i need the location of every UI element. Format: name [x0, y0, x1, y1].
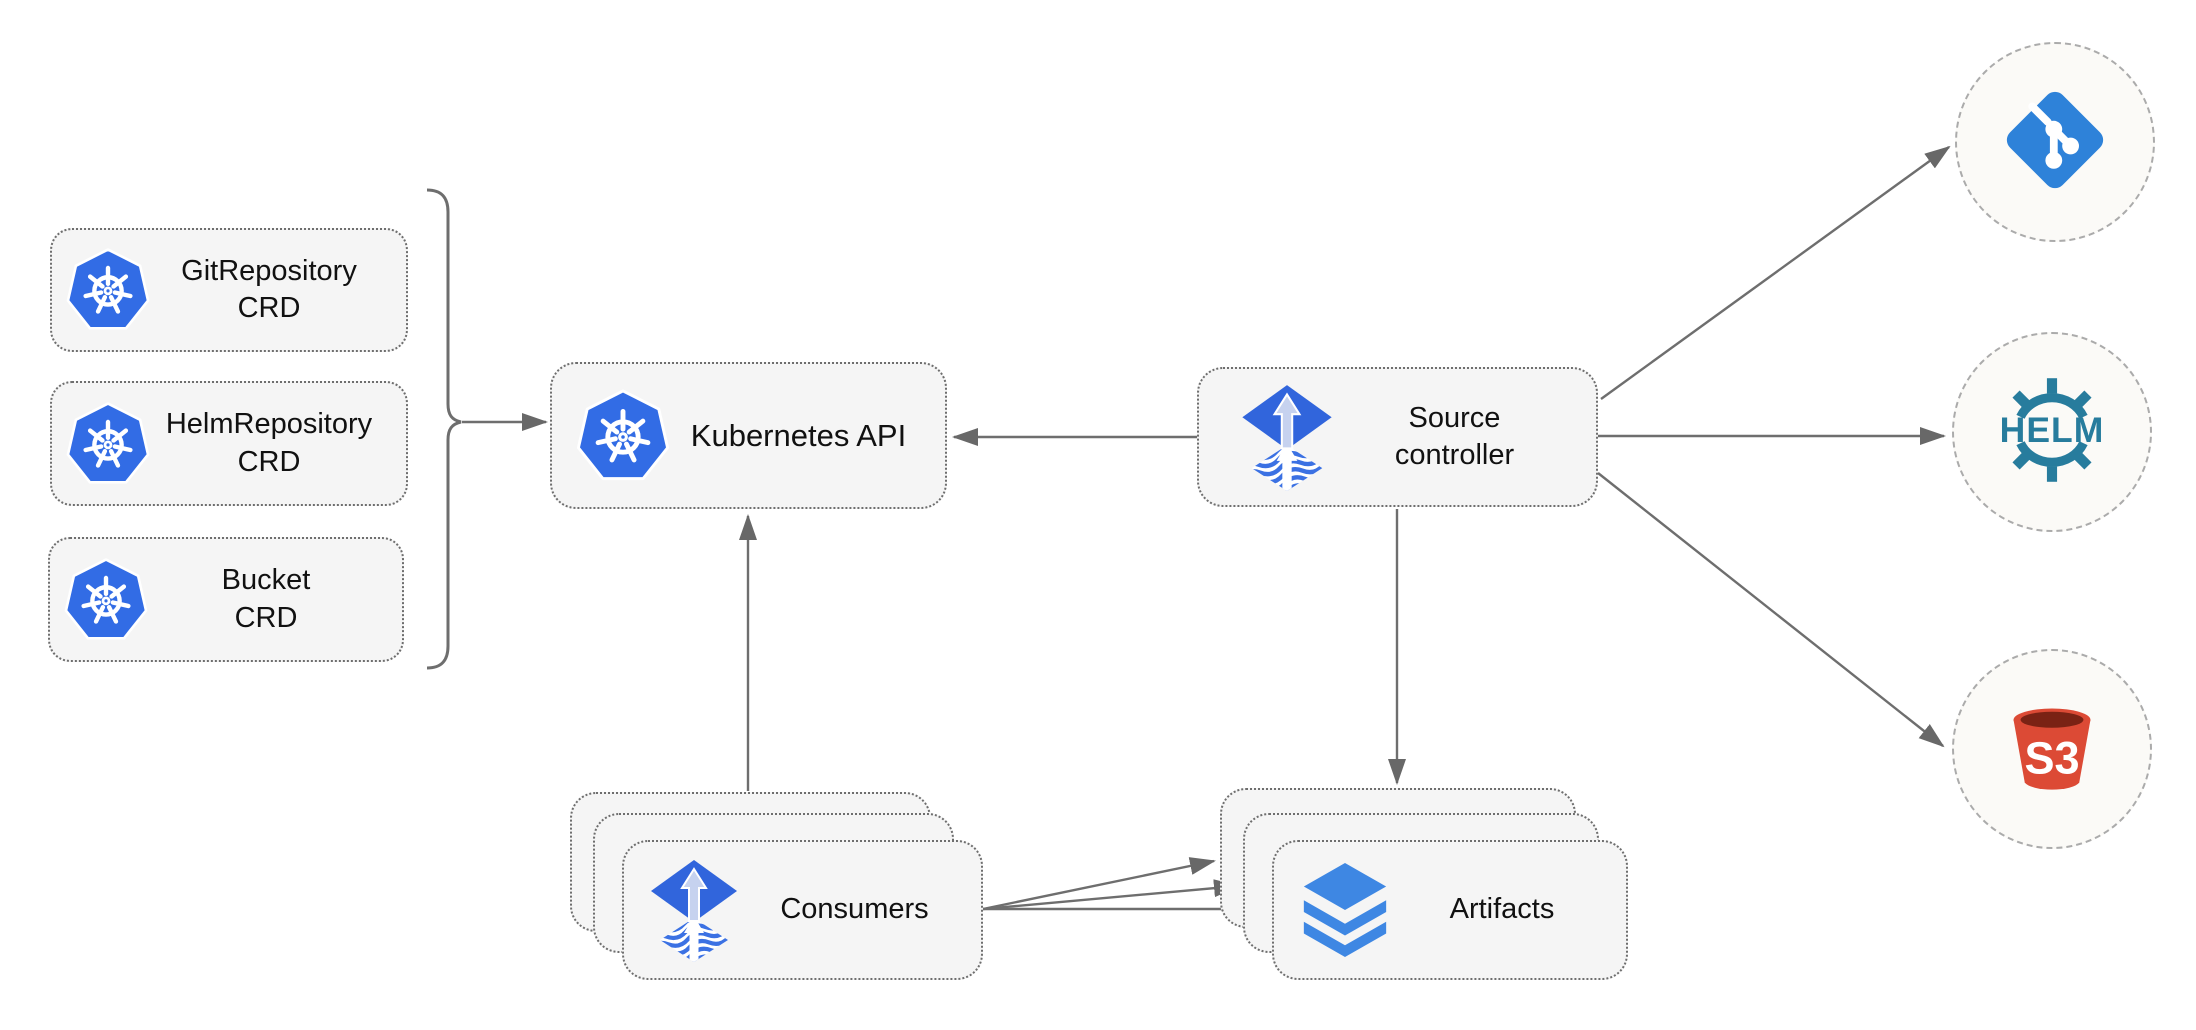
node-label-line1: Bucket — [221, 564, 311, 597]
node-source-controller: Source controller — [1197, 367, 1598, 507]
node-bucket-crd: Bucket CRD — [48, 537, 404, 662]
s3-bucket-icon: S3 — [1991, 686, 2113, 813]
node-helmrepository-crd: HelmRepository CRD — [50, 381, 408, 506]
node-label: Kubernetes API — [690, 417, 907, 453]
s3-logo-text: S3 — [2024, 732, 2079, 783]
node-label: HelmRepository CRD — [152, 406, 386, 480]
node-consumers: Consumers — [622, 840, 983, 980]
node-label-line1: Source — [1408, 401, 1501, 434]
node-label-line2: CRD — [237, 445, 301, 478]
flux-icon — [644, 858, 744, 962]
edge-consumers-to-artifacts-1 — [982, 857, 1216, 911]
node-artifacts: Artifacts — [1272, 840, 1628, 980]
edge-consumers-to-artifacts-2 — [982, 879, 1240, 911]
git-icon — [1995, 80, 2115, 205]
node-label-line2: controller — [1394, 439, 1515, 471]
flux-icon — [1235, 383, 1339, 491]
helm-logo-text: HELM — [2000, 410, 2105, 450]
node-label-line2: CRD — [237, 292, 301, 324]
kubernetes-icon — [62, 556, 150, 644]
node-label: GitRepository CRD — [152, 253, 386, 327]
kubernetes-icon — [64, 400, 152, 488]
crd-group-bracket — [426, 188, 462, 670]
node-label: Source controller — [1339, 400, 1570, 474]
helm-icon: HELM — [1986, 364, 2118, 501]
edge-source-to-git — [1600, 145, 1951, 400]
layers-icon — [1296, 861, 1394, 959]
node-label-line2: CRD — [234, 601, 298, 634]
kubernetes-icon — [574, 387, 672, 485]
endpoint-s3-bucket: S3 — [1952, 649, 2152, 849]
node-label: Consumers — [780, 893, 929, 926]
node-kubernetes-api: Kubernetes API — [550, 362, 947, 509]
node-label: Bucket CRD — [150, 562, 382, 636]
node-label: Artifacts — [1449, 893, 1555, 926]
endpoint-git-repository — [1955, 42, 2155, 242]
edge-source-to-s3 — [1597, 472, 1945, 748]
endpoint-helm-repository: HELM — [1952, 332, 2152, 532]
kubernetes-icon — [64, 246, 152, 334]
node-label-line1: HelmRepository — [165, 408, 373, 441]
node-gitrepository-crd: GitRepository CRD — [50, 228, 408, 352]
node-label-line1: GitRepository — [181, 254, 357, 287]
